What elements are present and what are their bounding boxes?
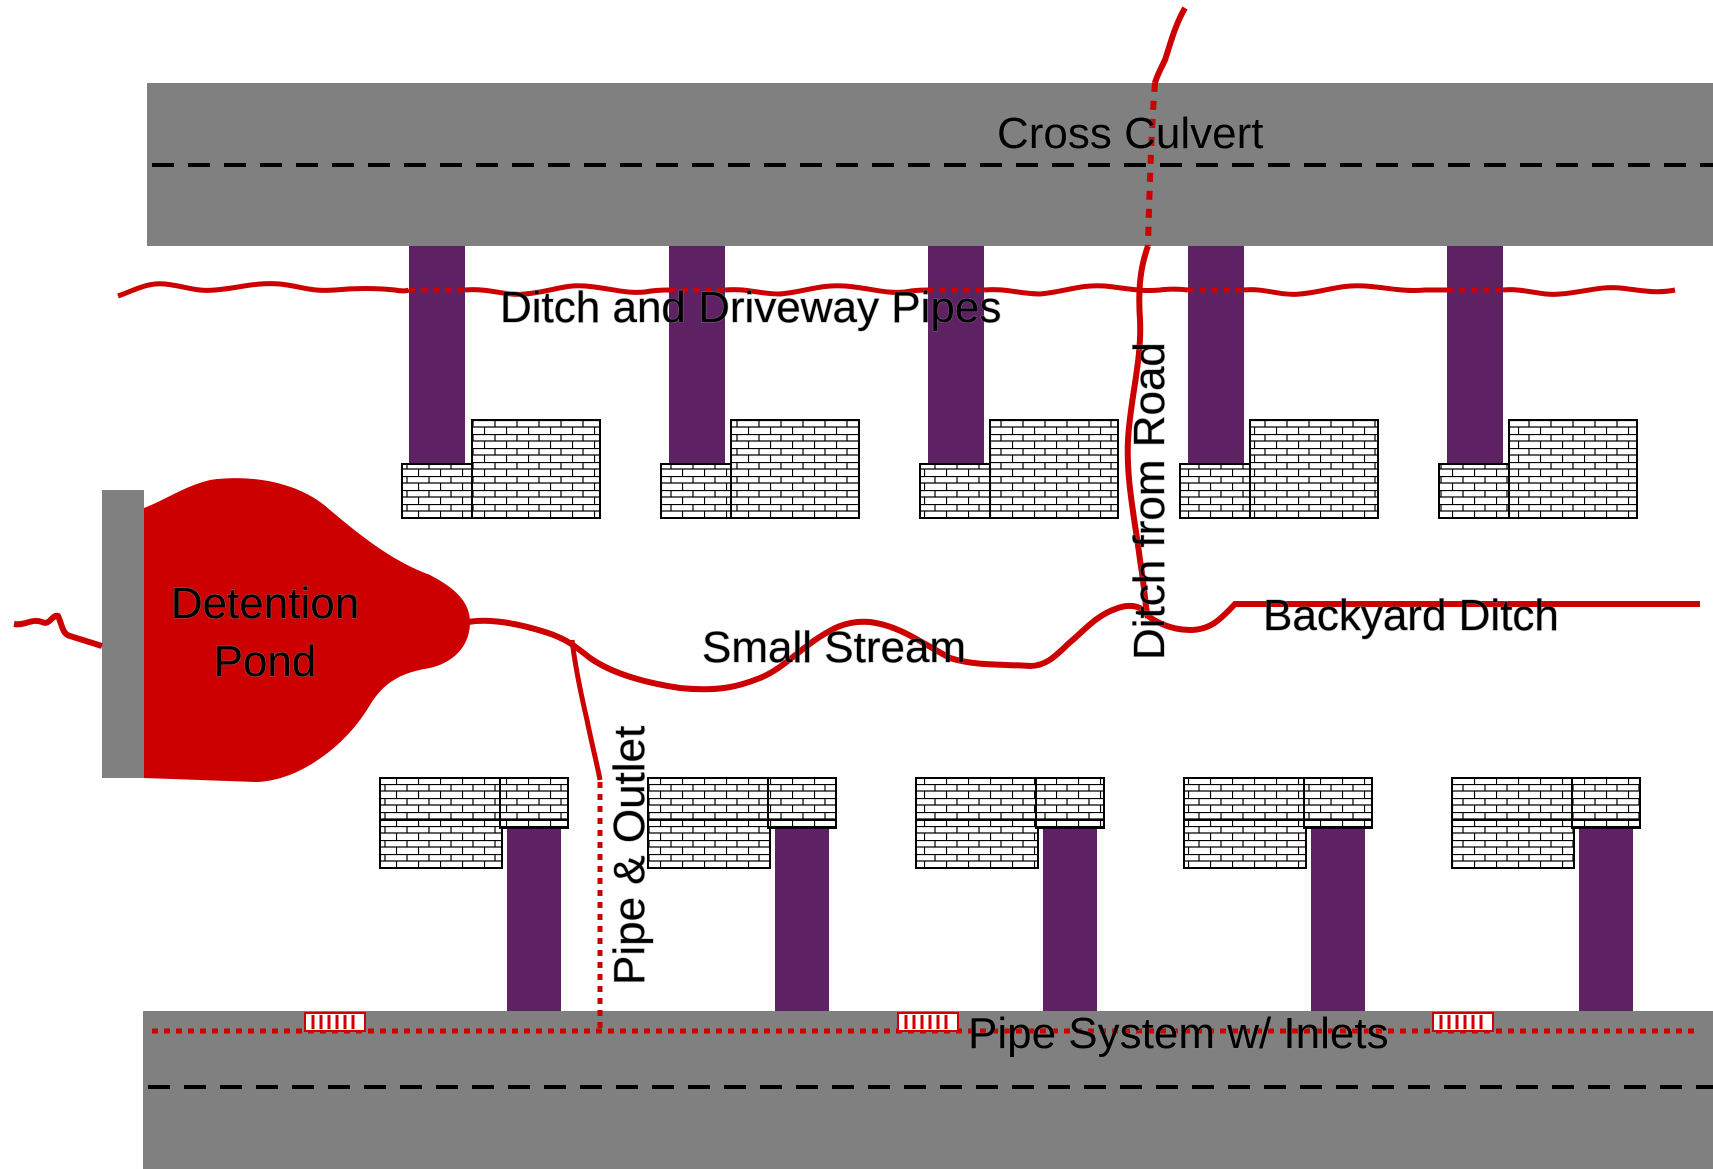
label-pipe-outlet: Pipe & Outlet — [605, 726, 654, 985]
storm-inlets — [304, 1012, 1494, 1032]
driveway — [669, 246, 725, 464]
bottom-houses — [379, 777, 1641, 869]
brick-house-icon — [915, 777, 1105, 869]
driveway — [1043, 828, 1097, 1011]
driveway — [775, 828, 829, 1011]
brick-house-icon — [1451, 777, 1641, 869]
driveway — [928, 246, 984, 464]
top-driveways — [409, 246, 1503, 464]
label-small-stream: Small Stream — [702, 623, 966, 672]
detention-pond — [144, 478, 470, 782]
bottom-road-surface — [143, 1011, 1713, 1169]
top-houses — [401, 419, 1638, 519]
pipe-outlet — [569, 639, 603, 1030]
driveway — [1311, 828, 1365, 1011]
label-detention-pond-line1: Detention — [171, 579, 359, 628]
brick-house-icon — [1183, 777, 1373, 869]
top-road — [147, 83, 1713, 246]
pond-outflow — [13, 612, 103, 649]
roadside-ditch — [117, 281, 1676, 299]
pond-dam — [102, 490, 144, 778]
driveway — [1447, 246, 1503, 464]
driveway — [1579, 828, 1633, 1011]
driveway — [1188, 246, 1244, 464]
brick-house-icon — [379, 777, 569, 869]
brick-house-icon — [660, 419, 860, 519]
brick-house-icon — [1438, 419, 1638, 519]
small-stream — [467, 601, 1700, 693]
driveway — [409, 246, 465, 464]
storm-inlet-icon — [304, 1012, 366, 1032]
ditch-from-road — [1124, 6, 1188, 619]
storm-inlet-icon — [1432, 1012, 1494, 1032]
brick-house-icon — [1179, 419, 1379, 519]
brick-house-icon — [919, 419, 1119, 519]
labels: Cross Culvert Ditch and Driveway Pipes D… — [170, 108, 1559, 1058]
brick-house-icon — [647, 777, 837, 869]
bottom-road — [143, 1011, 1713, 1169]
bottom-driveways — [507, 828, 1633, 1011]
label-pipe-system: Pipe System w/ Inlets — [968, 1009, 1389, 1058]
label-cross-culvert: Cross Culvert — [997, 109, 1264, 158]
storm-inlet-icon — [897, 1012, 959, 1032]
label-ditch-from-road: Ditch from Road — [1125, 342, 1174, 660]
driveway — [507, 828, 561, 1011]
label-backyard-ditch: Backyard Ditch — [1263, 591, 1559, 640]
label-detention-pond-line2: Pond — [214, 637, 317, 686]
label-ditch-driveway: Ditch and Driveway Pipes — [500, 283, 1001, 332]
brick-house-icon — [401, 419, 601, 519]
